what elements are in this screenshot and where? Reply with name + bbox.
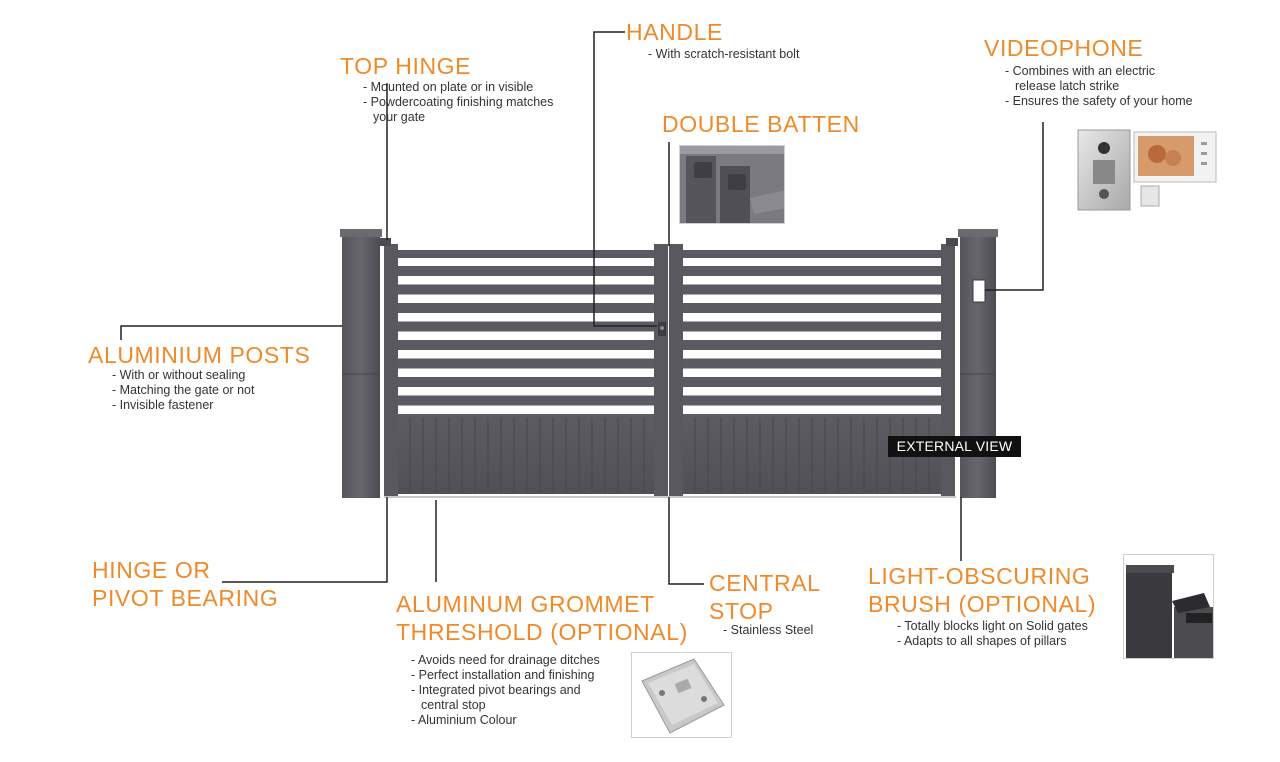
note-item: your gate: [373, 110, 426, 124]
videophone-photo: [1077, 128, 1217, 212]
slat: [683, 266, 941, 276]
videophone-image: [1077, 129, 1217, 211]
videophone-notes: - Combines with an electric release latc…: [1005, 64, 1193, 109]
aluminium-posts-title: ALUMINIUM POSTS: [88, 342, 311, 368]
note-item: - Aluminium Colour: [411, 713, 517, 727]
hinge-bearing-title-line1: HINGE OR: [92, 557, 211, 583]
note-item: - Avoids need for drainage ditches: [411, 653, 600, 667]
slat: [398, 358, 654, 369]
brush-title-line1: LIGHT-OBSCURING: [868, 563, 1091, 589]
top-hinge-right: [946, 238, 958, 246]
hinge-bearing-title-line2: PIVOT BEARING: [92, 585, 279, 611]
note-item: central stop: [421, 698, 486, 712]
central-stop-title-line2: STOP: [709, 598, 774, 624]
slat: [398, 377, 654, 387]
note-item: - Invisible fastener: [112, 398, 214, 412]
top-hinge-title: TOP HINGE: [340, 53, 472, 79]
panel-grooves: [409, 418, 930, 492]
double-batten-title: DOUBLE BATTEN: [662, 111, 860, 137]
slat: [683, 395, 941, 406]
central-stop-notes: - Stainless Steel: [723, 623, 813, 638]
handle-icon: [658, 322, 666, 336]
left-post: [340, 229, 382, 498]
note-item: - Integrated pivot bearings and: [411, 683, 581, 697]
note-item: - Ensures the safety of your home: [1005, 94, 1193, 108]
central-stop-title-line1: CENTRAL: [709, 570, 821, 596]
grommet-notes: - Avoids need for drainage ditches - Per…: [411, 653, 600, 728]
grommet-title-line1: ALUMINUM GROMMET: [396, 591, 655, 617]
note-item: - Matching the gate or not: [112, 383, 255, 397]
top-hinge-left: [379, 238, 391, 246]
grommet-photo: [631, 652, 732, 738]
slat: [398, 321, 654, 332]
top-hinge-notes: - Mounted on plate or in visible - Powde…: [363, 80, 553, 125]
external-view-badge: EXTERNAL VIEW: [888, 436, 1021, 457]
grommet-title-line2: THRESHOLD (OPTIONAL): [396, 619, 688, 645]
leader-lines: [120, 31, 1044, 585]
note-item: - Combines with an electric: [1005, 64, 1156, 78]
gate-slats: [398, 266, 941, 406]
slat: [683, 321, 941, 332]
handle-notes: - With scratch-resistant bolt: [648, 47, 799, 62]
slat: [683, 340, 941, 350]
note-item: - Adapts to all shapes of pillars: [897, 634, 1067, 648]
videophone-title: VIDEOPHONE: [984, 35, 1144, 61]
slat: [683, 358, 941, 369]
slat: [398, 284, 654, 295]
handle-title: HANDLE: [626, 19, 723, 45]
note-item: release latch strike: [1015, 79, 1120, 93]
note-item: - Mounted on plate or in visible: [363, 80, 534, 94]
note-item: - Stainless Steel: [723, 623, 814, 637]
aluminium-posts-notes: - With or without sealing - Matching the…: [112, 368, 254, 413]
grommet-image: [632, 653, 731, 737]
left-gate-leaf: [384, 244, 668, 496]
note-item: - With or without sealing: [112, 368, 246, 382]
brush-image: [1124, 555, 1213, 658]
double-batten-photo: [679, 145, 785, 224]
note-item: - Perfect installation and finishing: [411, 668, 595, 682]
right-post: [958, 229, 998, 498]
slat: [683, 303, 941, 313]
batten-image: [680, 146, 784, 223]
slat: [398, 266, 654, 276]
slat: [683, 284, 941, 295]
note-item: - Powdercoating finishing matches: [363, 95, 554, 109]
slat: [683, 377, 941, 387]
brush-notes: - Totally blocks light on Solid gates - …: [897, 619, 1088, 649]
note-item: - Totally blocks light on Solid gates: [897, 619, 1088, 633]
slat: [398, 303, 654, 313]
brush-photo: [1123, 554, 1214, 659]
brush-title-line2: BRUSH (OPTIONAL): [868, 591, 1097, 617]
slat: [398, 340, 654, 350]
note-item: - With scratch-resistant bolt: [648, 47, 800, 61]
intercom-slot: [972, 279, 986, 303]
slat: [398, 395, 654, 406]
